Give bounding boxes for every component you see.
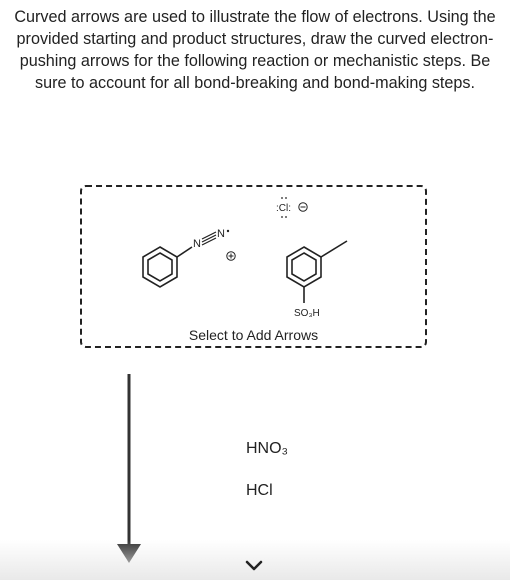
arrow-drawing-canvas[interactable]: N N :Cl: SO₃H Selec — [80, 185, 427, 348]
reagent-hcl: HCl — [246, 482, 273, 499]
chevron-down-icon[interactable] — [244, 555, 264, 575]
chloride-ion-label: :Cl: — [276, 203, 291, 214]
down-arrow-icon — [117, 374, 141, 563]
triple-bond — [201, 231, 217, 246]
benzene-ring-diazonium — [142, 246, 193, 288]
diazonium-n1: N — [193, 238, 201, 250]
diazonium-n2: N — [217, 228, 225, 240]
plus-circle-icon — [226, 251, 236, 261]
question-instructions: Curved arrows are used to illustrate the… — [14, 8, 496, 92]
reagent-hno3: HNO₃ — [246, 440, 289, 457]
minus-circle-icon — [298, 202, 308, 212]
molecule-structures: N N :Cl: SO₃H — [142, 197, 348, 319]
bottom-fade — [0, 540, 510, 580]
sulfonic-acid-label: SO₃H — [294, 308, 320, 319]
benzene-ring-product — [286, 240, 348, 303]
select-to-add-arrows-label: Select to Add Arrows — [188, 327, 319, 343]
